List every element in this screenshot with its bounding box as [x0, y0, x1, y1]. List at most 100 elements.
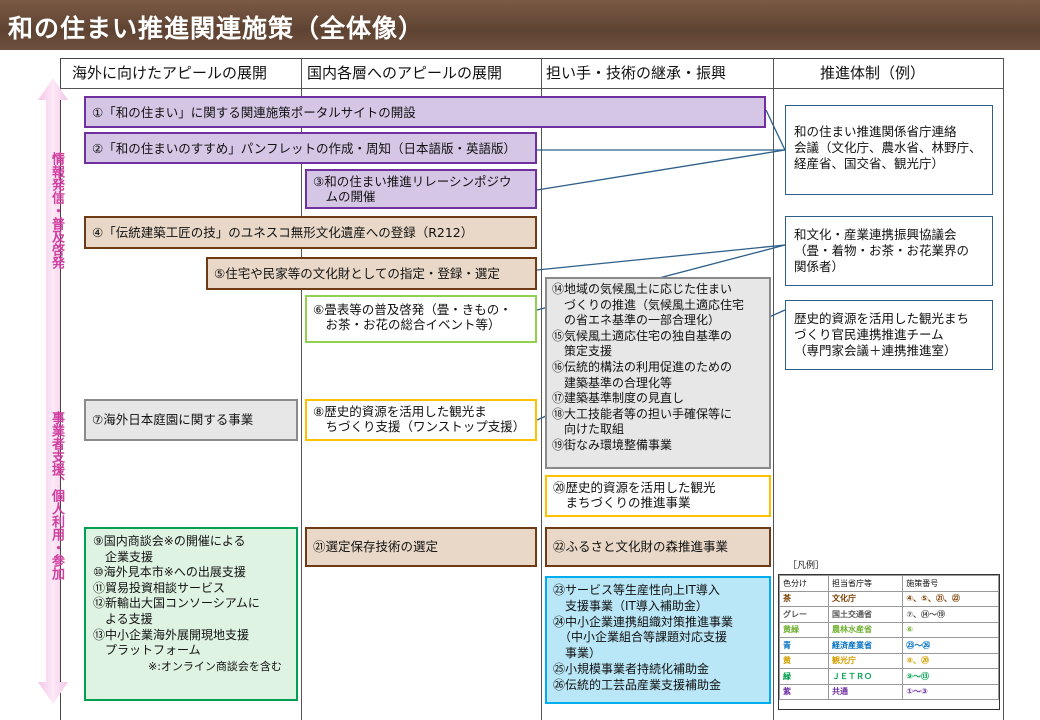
legend-cell-color: 青	[779, 637, 829, 654]
measure-tatami: ⑥畳表等の普及啓発（畳・きもの・ お茶・お花の総合イベント等）	[305, 295, 537, 343]
legend-cell-color: 緑	[779, 668, 829, 685]
box-text: ⑤住宅や民家等の文化財としての指定・登録・選定	[214, 266, 500, 281]
column-divider	[301, 58, 302, 720]
box-text: 歴史的資源を活用した観光まち	[794, 311, 970, 326]
box-text: 策定支援	[552, 344, 613, 359]
box-text: ㉔中小企業連携組織対策推進事業	[553, 614, 734, 629]
box-text: まちづくりの推進事業	[553, 495, 691, 510]
legend-cell-color: 紫	[779, 683, 829, 700]
column-header-successors: 担い手・技術の継承・振興	[546, 64, 727, 82]
measure-tourism-support: ⑧歴史的資源を活用した観光ま ちづくり支援（ワンストップ支援）	[305, 399, 537, 441]
box-text: ㉓サービス等生産性向上IT導入	[553, 583, 720, 597]
box-text: の省エネ基準の一部合理化）	[552, 313, 721, 328]
box-text: ④「伝統建築工匠の技」のユネスコ無形文化遺産への登録（R212）	[92, 225, 474, 240]
box-text: ムの開催	[313, 189, 376, 204]
table-frame	[60, 58, 1004, 720]
box-text: ⑱大工技能者等の担い手確保等に	[552, 406, 733, 421]
measure-cultural-property: ⑤住宅や民家等の文化財としての指定・登録・選定	[206, 257, 537, 290]
box-text: お茶・お花の総合イベント等）	[313, 317, 501, 332]
legend-cell-color: 黄	[779, 652, 829, 669]
measure-22: ㉒ふるさと文化財の森推進事業	[545, 527, 771, 567]
measures-23-26: ㉓サービス等生産性向上IT導入 支援事業（IT導入補助金） ㉔中小企業連携組織対…	[545, 576, 771, 704]
box-text: 和文化・産業連携振興協議会	[794, 227, 957, 242]
box-text: 向けた取組	[552, 422, 625, 437]
box-text: プラットフォーム	[93, 643, 201, 658]
system-tourism-team: 歴史的資源を活用した観光まち づくり官民連携推進チーム （専門家会議＋連携推進室…	[785, 300, 993, 370]
legend-header: 担当省庁等	[827, 575, 904, 592]
measure-20: ⑳歴史的資源を活用した観光 まちづくりの推進事業	[545, 475, 771, 517]
legend-cell-color: 茶	[779, 590, 829, 607]
legend-cell-nums: ⑨〜⑬	[902, 668, 999, 685]
column-divider	[1003, 58, 1004, 720]
box-text: ⑭地域の気候風土に応じた住まい	[552, 282, 733, 296]
column-divider	[541, 58, 542, 720]
legend-cell-nums: ⑦、⑭〜⑲	[902, 606, 999, 623]
box-text: 和の住まい推進関係省庁連絡	[794, 124, 957, 139]
legend-cell-agency: 国土交通省	[827, 606, 904, 623]
legend-cell-agency: 経済産業省	[827, 637, 904, 654]
box-text: ⑥畳表等の普及啓発（畳・きもの・	[313, 302, 512, 317]
legend-header: 色分け	[779, 575, 829, 592]
measure-pamphlet: ②「和の住まいのすすめ」パンフレットの作成・周知（日本語版・英語版）	[84, 132, 537, 164]
legend-cell-nums: ⑥	[902, 621, 999, 638]
legend-cell-color: 黄緑	[779, 621, 829, 638]
box-text: 関係者）	[794, 259, 845, 274]
box-text: （専門家会議＋連携推進室）	[794, 343, 957, 358]
box-text: ⑮気候風土適応住宅の独自基準の	[552, 328, 733, 343]
measures-9-13: ⑨国内商談会※の開催による 企業支援 ⑩海外見本市※への出展支援 ⑪貿易投資相談…	[84, 527, 298, 701]
box-text: ⑰建築基準制度の見直し	[552, 391, 685, 406]
box-text: ⑩海外見本市※への出展支援	[93, 565, 246, 580]
legend-cell-color: グレー	[779, 606, 829, 623]
box-text: ⑦海外日本庭園に関する事業	[92, 412, 254, 427]
box-text: ⑲街なみ環境整備事業	[552, 437, 673, 452]
box-note: ※:オンライン商談会を含む	[93, 659, 282, 673]
measures-14-19: ⑭地域の気候風土に応じた住まい づくりの推進（気候風土適応住宅 の省エネ基準の一…	[545, 277, 771, 469]
box-text: ㉕小規模事業者持続化補助金	[553, 661, 710, 676]
box-text: ⑳歴史的資源を活用した観光	[553, 480, 716, 495]
box-text: づくりの推進（気候風土適応住宅	[552, 297, 745, 312]
legend-cell-nums: ㉓〜㉖	[902, 637, 999, 654]
box-text: ちづくり支援（ワンストップ支援）	[313, 419, 526, 434]
legend-cell-agency: 文化庁	[827, 590, 904, 607]
box-text: ②「和の住まいのすすめ」パンフレットの作成・周知（日本語版・英語版）	[92, 141, 516, 156]
box-text: 支援事業（IT導入補助金）	[553, 598, 708, 613]
measure-portal-site: ①「和の住まい」に関する関連施策ポータルサイトの開設	[84, 96, 766, 128]
legend-cell-agency: ＪＥＴＲＯ	[827, 668, 904, 685]
legend-cell-agency: 農林水産省	[827, 621, 904, 638]
side-label-support: 事業者支援、個人利用・参加	[49, 410, 64, 580]
box-text: ⑧歴史的資源を活用した観光ま	[313, 404, 487, 419]
box-text: ㉖伝統的工芸品産業支援補助金	[553, 677, 722, 692]
legend-header-row: 色分け 担当省庁等 施策番号	[779, 575, 999, 592]
box-text: 会議（文化庁、農水省、林野庁、	[794, 140, 982, 155]
system-industry-council: 和文化・産業連携振興協議会 （畳・着物・お茶・お花業界の 関係者）	[785, 216, 993, 286]
box-text: 建築基準の合理化等	[552, 375, 673, 390]
vertical-double-arrow	[38, 78, 68, 704]
title-bar: 和の住まい推進関連施策（全体像）	[0, 0, 1040, 50]
measure-symposium: ③和の住まい推進リレーシンポジウ ムの開催	[305, 169, 537, 209]
page-title: 和の住まい推進関連施策（全体像）	[8, 14, 425, 43]
column-divider	[773, 58, 774, 720]
box-text: ⑪貿易投資相談サービス	[93, 580, 226, 595]
legend-cell-nums: ①〜③	[902, 683, 999, 700]
measure-unesco: ④「伝統建築工匠の技」のユネスコ無形文化遺産への登録（R212）	[84, 216, 537, 249]
measure-21: ㉑選定保存技術の選定	[305, 527, 537, 567]
legend-header: 施策番号	[902, 575, 999, 592]
legend-cell-agency: 観光庁	[827, 652, 904, 669]
legend-cell-nums: ④、⑤、㉑、㉒	[902, 590, 999, 607]
box-text: （畳・着物・お茶・お花業界の	[794, 243, 970, 258]
header-divider	[60, 88, 1004, 89]
column-header-domestic: 国内各層へのアピールの展開	[307, 64, 503, 82]
box-text: ⑯伝統的構法の利用促進のための	[552, 359, 733, 374]
box-text: ㉒ふるさと文化財の森推進事業	[553, 539, 729, 554]
box-text: ⑫新輸出大国コンソーシアムに	[93, 596, 260, 611]
side-label-information: 情報発信・普及啓発	[49, 151, 64, 269]
column-header-system: 推進体制（例）	[820, 64, 926, 82]
legend-caption: ［凡例］	[788, 561, 825, 571]
box-text: ①「和の住まい」に関する関連施策ポータルサイトの開設	[92, 105, 416, 120]
box-text: ⑬中小企業海外展開現地支援	[93, 627, 250, 642]
